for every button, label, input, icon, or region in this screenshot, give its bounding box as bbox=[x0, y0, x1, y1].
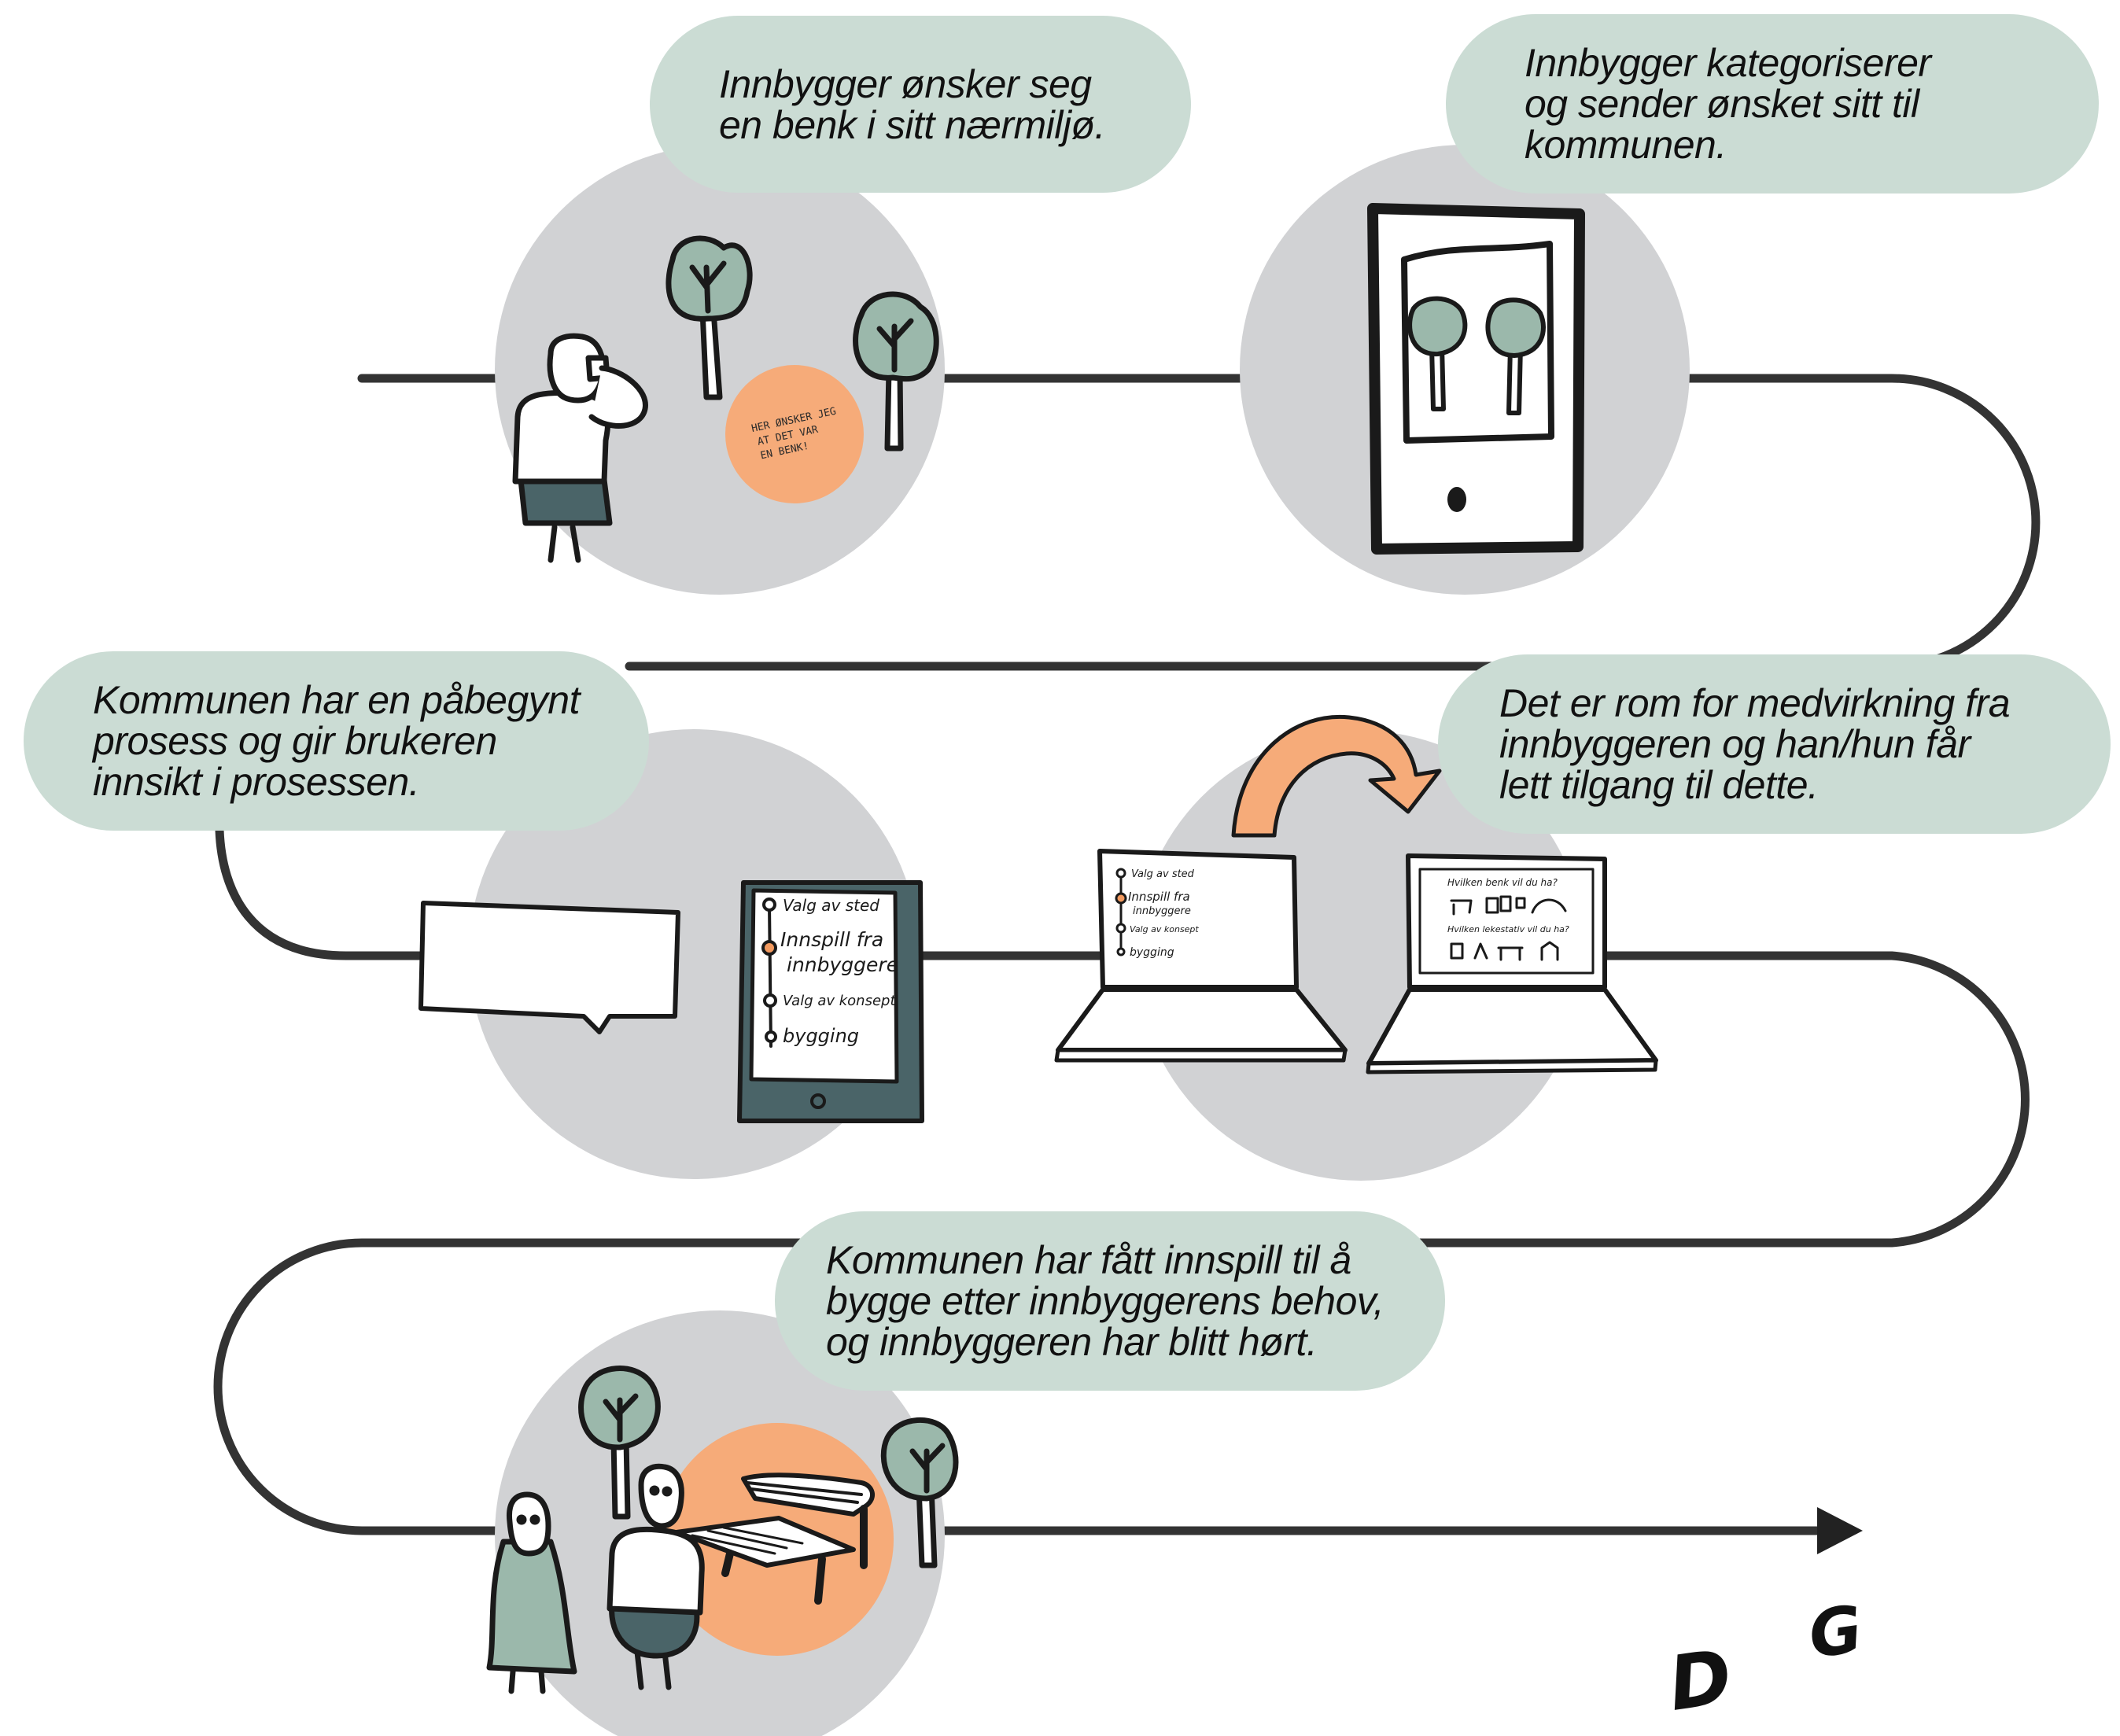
tree-icon bbox=[1485, 297, 1546, 415]
process-step-label: innbyggere bbox=[787, 953, 898, 976]
step-2-text: Innbygger kategoriserer og sender ønsket… bbox=[1525, 41, 1931, 167]
process-step-dot bbox=[762, 897, 776, 912]
laptop-step-label: innbyggere bbox=[1133, 905, 1191, 917]
feedback-question: Hvilken benk vil du ha? bbox=[1447, 877, 1558, 888]
step-bubble-1: Innbygger ønsker seg en benk i sitt nærm… bbox=[650, 16, 1191, 193]
step-4-text: Det er rom for medvirkning fra innbygger… bbox=[1499, 681, 2011, 807]
laptop-step-label: bygging bbox=[1130, 946, 1174, 959]
journey-path-step3-link bbox=[215, 825, 430, 960]
step-bubble-4: Det er rom for medvirkning fra innbygger… bbox=[1438, 654, 2111, 834]
process-step-dot bbox=[765, 1030, 777, 1043]
step-1-text: Innbygger ønsker seg en benk i sitt nærm… bbox=[719, 61, 1105, 147]
scene-3-illustration: Valg av sted Innspill fra innbyggere Val… bbox=[418, 880, 924, 1123]
step-5-text: Kommunen har fått innspill til å bygge e… bbox=[826, 1238, 1384, 1364]
phone-home-button bbox=[1447, 487, 1466, 512]
arrow-head bbox=[1817, 1507, 1863, 1554]
step-bubble-2: Innbygger kategoriserer og sender ønsket… bbox=[1446, 14, 2099, 194]
laptop-process-view: Valg av sted Innspill fra innbyggere Val… bbox=[1054, 849, 1348, 1063]
process-step-dot bbox=[763, 993, 777, 1008]
tree-icon bbox=[880, 1417, 959, 1568]
tablet-screen bbox=[749, 888, 899, 1084]
laptop-step-label: Valg av sted bbox=[1131, 868, 1195, 880]
process-step-dot-active bbox=[1115, 892, 1127, 905]
process-step-dot-active bbox=[761, 940, 777, 956]
journey-path bbox=[357, 374, 2041, 671]
person-photographing bbox=[512, 333, 648, 563]
process-step-label: Innspill fra bbox=[780, 928, 883, 951]
feedback-question: Hvilken lekestativ vil du ha? bbox=[1447, 924, 1569, 934]
tree-icon bbox=[665, 235, 753, 400]
person-sitting bbox=[607, 1463, 705, 1690]
curved-arrow bbox=[1231, 714, 1442, 838]
laptop-step-label: Valg av konsept bbox=[1130, 924, 1199, 934]
logo-letter-d: D bbox=[1663, 1634, 1738, 1728]
process-step-label: bygging bbox=[783, 1025, 859, 1047]
wish-sign bbox=[725, 365, 864, 503]
journey-path-middle bbox=[213, 951, 2030, 1535]
scene-5-illustration bbox=[486, 1366, 959, 1694]
process-step-label: Valg av sted bbox=[783, 896, 879, 915]
phone-illustration bbox=[1367, 203, 1585, 555]
bench-icon bbox=[674, 1472, 875, 1605]
tree-icon bbox=[578, 1366, 661, 1520]
laptop-step-label: Innspill fra bbox=[1128, 890, 1190, 904]
step-bubble-3: Kommunen har en påbegynt prosess og gir … bbox=[24, 651, 649, 831]
logo-letter-g: G bbox=[1804, 1591, 1867, 1674]
bench-options bbox=[1450, 895, 1567, 916]
tree-icon bbox=[853, 291, 939, 452]
step-3-text: Kommunen har en påbegynt prosess og gir … bbox=[93, 678, 580, 804]
person-standing bbox=[486, 1491, 577, 1694]
laptop-feedback-view: Hvilken benk vil du ha? Hvilken lekestat… bbox=[1366, 853, 1658, 1074]
scene-1-illustration: HER ØNSKER JEG AT DET VAR EN BENK! bbox=[512, 235, 939, 563]
tablet-home-button bbox=[810, 1093, 826, 1109]
playground-options bbox=[1450, 941, 1559, 961]
speech-card bbox=[418, 901, 680, 1034]
step-bubble-5: Kommunen har fått innspill til å bygge e… bbox=[775, 1211, 1445, 1391]
tree-icon bbox=[1407, 296, 1468, 411]
process-step-label: Valg av konsept bbox=[783, 993, 896, 1009]
